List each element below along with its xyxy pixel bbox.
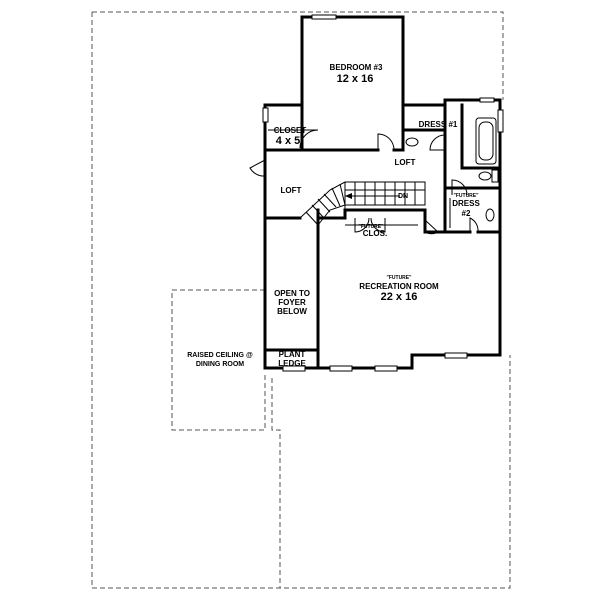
- loft-left-label: LOFT: [281, 186, 302, 195]
- future-clos-future: "FUTURE": [358, 224, 384, 230]
- exterior-walls: [263, 15, 502, 370]
- stair-arrow-icon: [345, 193, 352, 199]
- raised-ceiling-line2: DINING ROOM: [196, 361, 244, 368]
- doors: [249, 129, 479, 235]
- dress2-name: DRESS: [452, 199, 480, 208]
- open-foyer-line2: FOYER: [278, 298, 306, 307]
- bathtub: [475, 117, 497, 165]
- staircase: [299, 181, 426, 226]
- dress1-name: DRESS #1: [419, 120, 458, 129]
- bedroom3-size: 12 x 16: [337, 73, 374, 85]
- toilet: [478, 171, 492, 181]
- open-foyer-line3: BELOW: [277, 307, 307, 316]
- raised-ceiling-line1: RAISED CEILING @: [187, 352, 253, 359]
- bedroom3-name: BEDROOM #3: [330, 63, 383, 72]
- recreation-name: RECREATION ROOM: [359, 282, 439, 291]
- closet-name: CLOSET: [274, 126, 307, 135]
- stair-dashed-outline: [271, 378, 281, 588]
- sink-2: [485, 208, 495, 222]
- windows: [262, 14, 504, 372]
- open-foyer-line1: OPEN TO: [274, 289, 310, 298]
- closet-size: 4 x 5: [276, 135, 300, 147]
- recreation-future: "FUTURE": [386, 275, 412, 281]
- recreation-size: 22 x 16: [381, 291, 418, 303]
- dress2-num: #2: [462, 209, 471, 218]
- fixtures: [268, 117, 499, 228]
- roof-outline-top: [92, 11, 504, 100]
- loft-right-label: LOFT: [395, 158, 416, 167]
- dress2-future: "FUTURE": [453, 193, 479, 199]
- future-clos-name: CLOS.: [363, 229, 387, 238]
- dining-room-outline: [171, 289, 266, 431]
- sink-1: [405, 137, 419, 147]
- lower-floor-outline: [91, 12, 511, 589]
- plant-ledge-line1: PLANT: [279, 350, 306, 359]
- plant-ledge-line2: LEDGE: [278, 359, 306, 368]
- stair-down-label: DN: [398, 193, 408, 200]
